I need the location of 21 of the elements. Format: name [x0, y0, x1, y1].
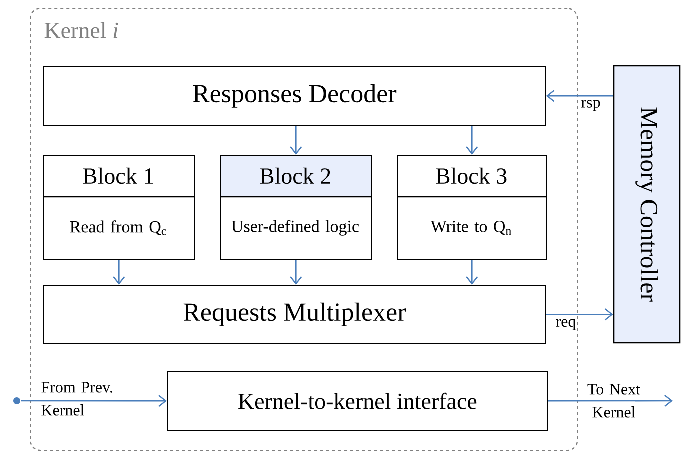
process-box: Kernel-to-kernel interface [167, 371, 548, 432]
arrow [21, 395, 167, 408]
edge-label: To Next Kernel [588, 384, 640, 418]
edge-label: rsp [582, 100, 600, 112]
controller-box: Memory Controller [613, 65, 681, 344]
block-box: Block 3 Write to Q$_{n}$ [397, 155, 548, 260]
block-box: Block 2 User-defined logic [220, 155, 372, 260]
process-box: Responses Decoder [43, 66, 546, 126]
block-box: Block 1 Read from Q$_{c}$ [43, 155, 196, 260]
process-box: Requests Multiplexer [43, 285, 546, 344]
edge-label: From Prev. Kernel [42, 382, 112, 416]
arrow [466, 260, 478, 285]
group-title: Kernel i [44, 22, 118, 38]
arrow [290, 260, 302, 285]
arrow [466, 126, 478, 155]
edge-label: req [556, 319, 576, 330]
arrow [113, 260, 126, 285]
arrow [546, 308, 614, 321]
arrow [290, 126, 302, 155]
arrow [546, 90, 614, 102]
arrow [548, 394, 673, 408]
